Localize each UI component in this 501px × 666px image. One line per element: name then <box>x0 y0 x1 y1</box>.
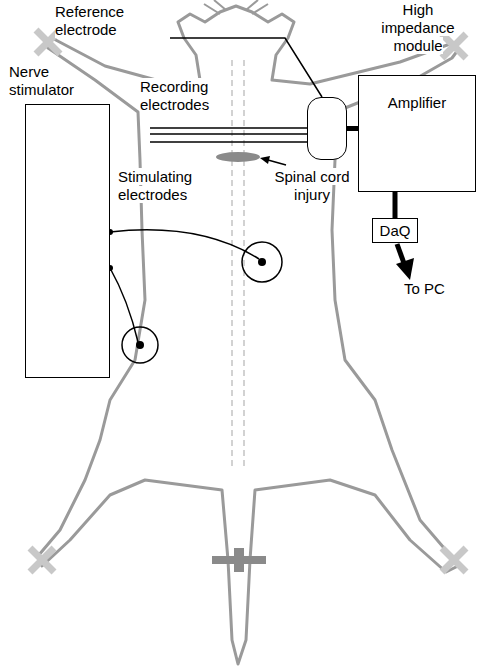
stimulator-box: Nerve stimulator <box>25 104 110 378</box>
injury-label: Spinal cord injury <box>268 168 356 204</box>
output-arrow-head <box>396 258 414 280</box>
whiskers <box>204 0 268 14</box>
recording-wires <box>150 128 307 142</box>
electrode-label: Recording electrodes <box>140 78 240 114</box>
injury-mark <box>216 152 260 162</box>
signal-cable <box>393 192 398 218</box>
injury-pointer <box>268 160 286 165</box>
electrode-dot <box>136 341 144 349</box>
stimulating-electrode <box>122 327 158 363</box>
electrode-label: Stimulating electrodes <box>118 168 218 204</box>
box-heading: Nerve stimulator <box>9 63 109 99</box>
output-label: To PC <box>404 280 464 298</box>
daq-box: DaQ <box>372 218 418 243</box>
injury-pointer-head <box>260 156 270 164</box>
tail-tape <box>234 548 244 572</box>
spinal-cord-line <box>231 60 233 470</box>
stimulator-wire <box>110 230 259 259</box>
spinal-cord-line <box>243 60 245 470</box>
box-heading: High impedance module <box>368 1 468 55</box>
electrode-label: Reference electrode <box>55 3 165 39</box>
box-label: Amplifier <box>359 76 475 112</box>
module-box: High impedance module <box>307 97 347 160</box>
box-label: DaQ <box>380 222 411 240</box>
electrode-dot <box>258 258 266 266</box>
signal-cable <box>347 126 358 131</box>
stimulator-wire <box>110 268 138 342</box>
amplifier-box: Amplifier <box>358 75 476 192</box>
stimulating-electrode <box>242 242 282 282</box>
